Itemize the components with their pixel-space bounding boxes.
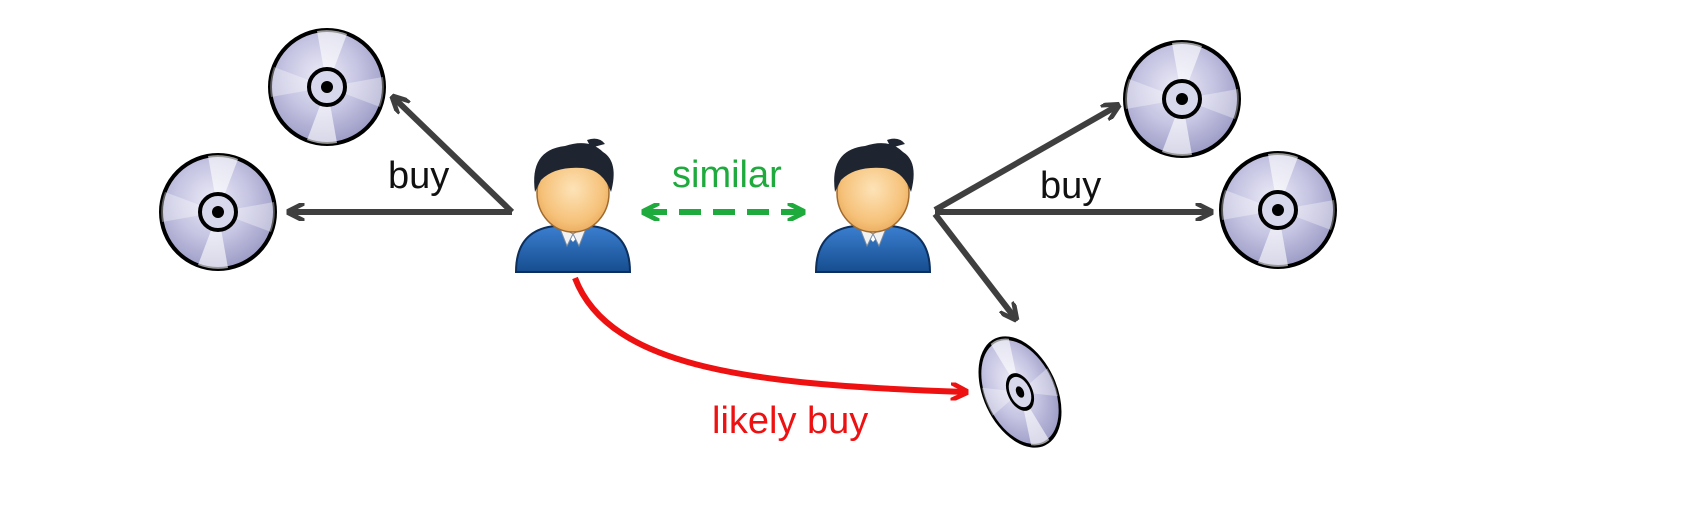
left-buy-label: buy — [388, 155, 449, 197]
user-b-icon — [815, 137, 931, 273]
cd-recommended-icon — [961, 323, 1079, 461]
buy-arrow-a1 — [394, 98, 515, 215]
user-a-icon — [515, 137, 631, 273]
cd-icon — [1219, 151, 1337, 269]
cd-icon — [159, 153, 277, 271]
right-buy-label: buy — [1040, 165, 1101, 207]
cd-icon — [268, 28, 386, 146]
buy-arrow-b3 — [932, 212, 1015, 318]
similar-label: similar — [672, 154, 782, 196]
likely-buy-label: likely buy — [712, 400, 868, 442]
cd-icon — [1123, 40, 1241, 158]
buy-arrow-b1 — [933, 106, 1117, 213]
likely-buy-arrow — [572, 276, 965, 392]
